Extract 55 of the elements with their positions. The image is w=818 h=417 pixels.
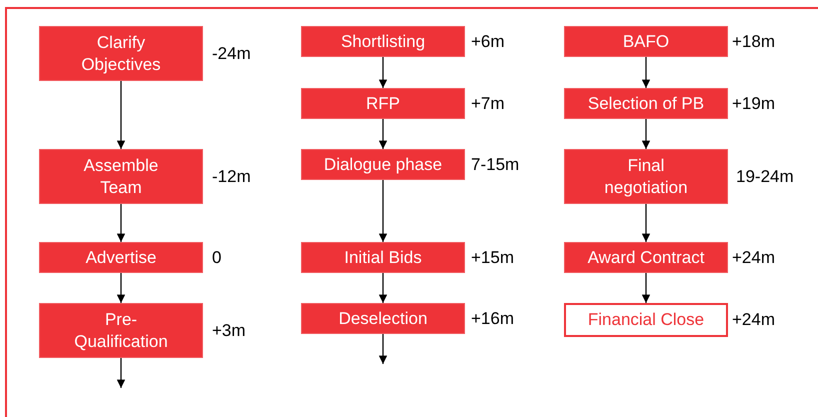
process-box <box>39 149 203 204</box>
process-box <box>301 88 465 119</box>
step-label: Initial Bids <box>344 246 422 268</box>
duration-label: +24m <box>732 248 775 268</box>
step-label: Financial Close <box>588 309 704 331</box>
duration-label: +6m <box>471 32 505 52</box>
process-box <box>564 242 728 273</box>
duration-label: +15m <box>471 248 514 268</box>
duration-label: +18m <box>732 32 775 52</box>
duration-label: +7m <box>471 94 505 114</box>
final-step-box <box>564 303 728 337</box>
step-label: Award Contract <box>588 246 704 268</box>
arrow <box>116 273 126 303</box>
arrow <box>116 358 126 388</box>
arrow <box>116 204 126 242</box>
step-label: Clarify Objectives <box>80 32 162 76</box>
step-label: Selection of PB <box>588 92 704 114</box>
process-box <box>564 26 728 57</box>
process-box <box>301 242 465 273</box>
arrow <box>642 204 650 242</box>
step-label: BAFO <box>622 30 670 52</box>
process-box <box>564 149 728 204</box>
step-label: Shortlisting <box>340 30 426 52</box>
process-box <box>564 88 728 119</box>
duration-label: 0 <box>212 248 222 268</box>
step-label: Assemble Team <box>82 154 160 198</box>
duration-label: 19-24m <box>736 166 794 186</box>
duration-label: +19m <box>732 94 775 114</box>
arrow <box>378 119 388 149</box>
arrow <box>378 273 388 303</box>
process-box <box>301 303 465 334</box>
step-label: Deselection <box>338 308 428 330</box>
duration-label: +16m <box>471 308 514 328</box>
arrow <box>642 57 650 88</box>
arrow <box>378 180 388 242</box>
arrow <box>378 334 388 364</box>
step-label: Advertise <box>86 246 156 268</box>
duration-label: -12m <box>212 166 251 186</box>
arrow <box>116 81 126 149</box>
process-box <box>39 303 203 358</box>
arrow <box>378 57 388 88</box>
duration-label: -24m <box>212 44 251 64</box>
process-box <box>39 242 203 273</box>
duration-label: +3m <box>212 320 246 340</box>
step-label: RFP <box>366 92 400 114</box>
duration-label: 7-15m <box>471 154 520 174</box>
step-label: Dialogue phase <box>324 154 442 176</box>
arrow <box>642 273 650 303</box>
process-box <box>301 26 465 57</box>
duration-label: +24m <box>732 310 775 330</box>
arrow <box>642 119 650 149</box>
process-box <box>301 149 465 180</box>
process-box <box>39 26 203 81</box>
step-label: Pre- Qualification <box>73 308 169 352</box>
step-label: Final negotiation <box>603 154 689 198</box>
